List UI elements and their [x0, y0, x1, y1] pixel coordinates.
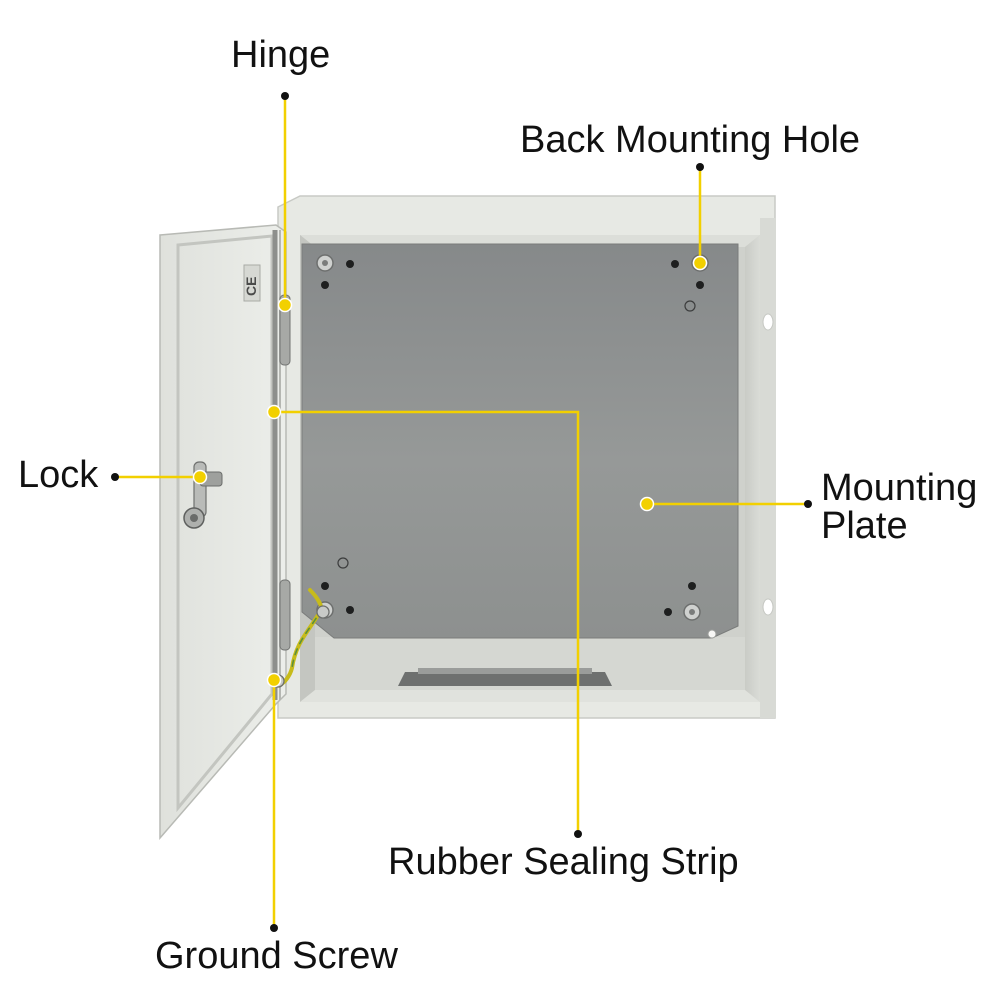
mounting-plate	[301, 243, 739, 639]
back-mounting-hole-label-dot	[696, 163, 704, 171]
mounting-bolt	[683, 603, 701, 621]
back-mounting-hole-target-dot	[692, 255, 708, 271]
lock-label: Lock	[18, 454, 99, 496]
lock-label-dot	[111, 473, 119, 481]
ground-symbol-icon	[337, 300, 696, 569]
plate-hole	[321, 281, 329, 289]
ce-mark-text: CE	[243, 277, 259, 296]
mounting-bolt	[316, 254, 334, 272]
leader-lines	[115, 96, 808, 928]
plate-hole	[696, 281, 704, 289]
ce-mark	[243, 264, 261, 302]
hinge-label-dot	[281, 92, 289, 100]
rubber-sealing-strip-leader-line	[274, 410, 580, 834]
back-mounting-hole-label: Back Mounting Hole	[520, 119, 861, 161]
rubber-sealing-strip-label: Rubber Sealing Strip	[388, 841, 739, 883]
drain-hole	[707, 629, 717, 639]
plate-hole	[664, 608, 672, 616]
ground-screw-label-dot	[270, 924, 278, 932]
ground-screw-target-dot	[266, 672, 282, 688]
side-mounting-tab	[762, 313, 774, 616]
mounting-plate-label-line1: Mounting	[821, 467, 978, 509]
mounting-plate-label: Mounting Plate	[821, 469, 977, 545]
mounting-plate-label-dot	[804, 500, 812, 508]
hinge-target-dot	[277, 297, 293, 313]
rubber-sealing-strip-target-dot	[266, 404, 282, 420]
plate-hole	[346, 606, 354, 614]
plate-hole	[346, 260, 354, 268]
plate-hole	[321, 582, 329, 590]
door: CE	[159, 224, 287, 841]
ground-screw-label: Ground Screw	[155, 935, 398, 977]
hinge-hardware	[279, 294, 291, 651]
cable-slot	[398, 668, 612, 686]
lock-target-dot	[192, 469, 208, 485]
plate-hole	[688, 582, 696, 590]
hinge-label: Hinge	[231, 34, 331, 76]
plate-hole	[671, 260, 679, 268]
mounting-plate-target-dot	[639, 496, 655, 512]
rubber-sealing-strip-label-dot	[574, 830, 582, 838]
mounting-plate-label-line2: Plate	[821, 505, 908, 547]
